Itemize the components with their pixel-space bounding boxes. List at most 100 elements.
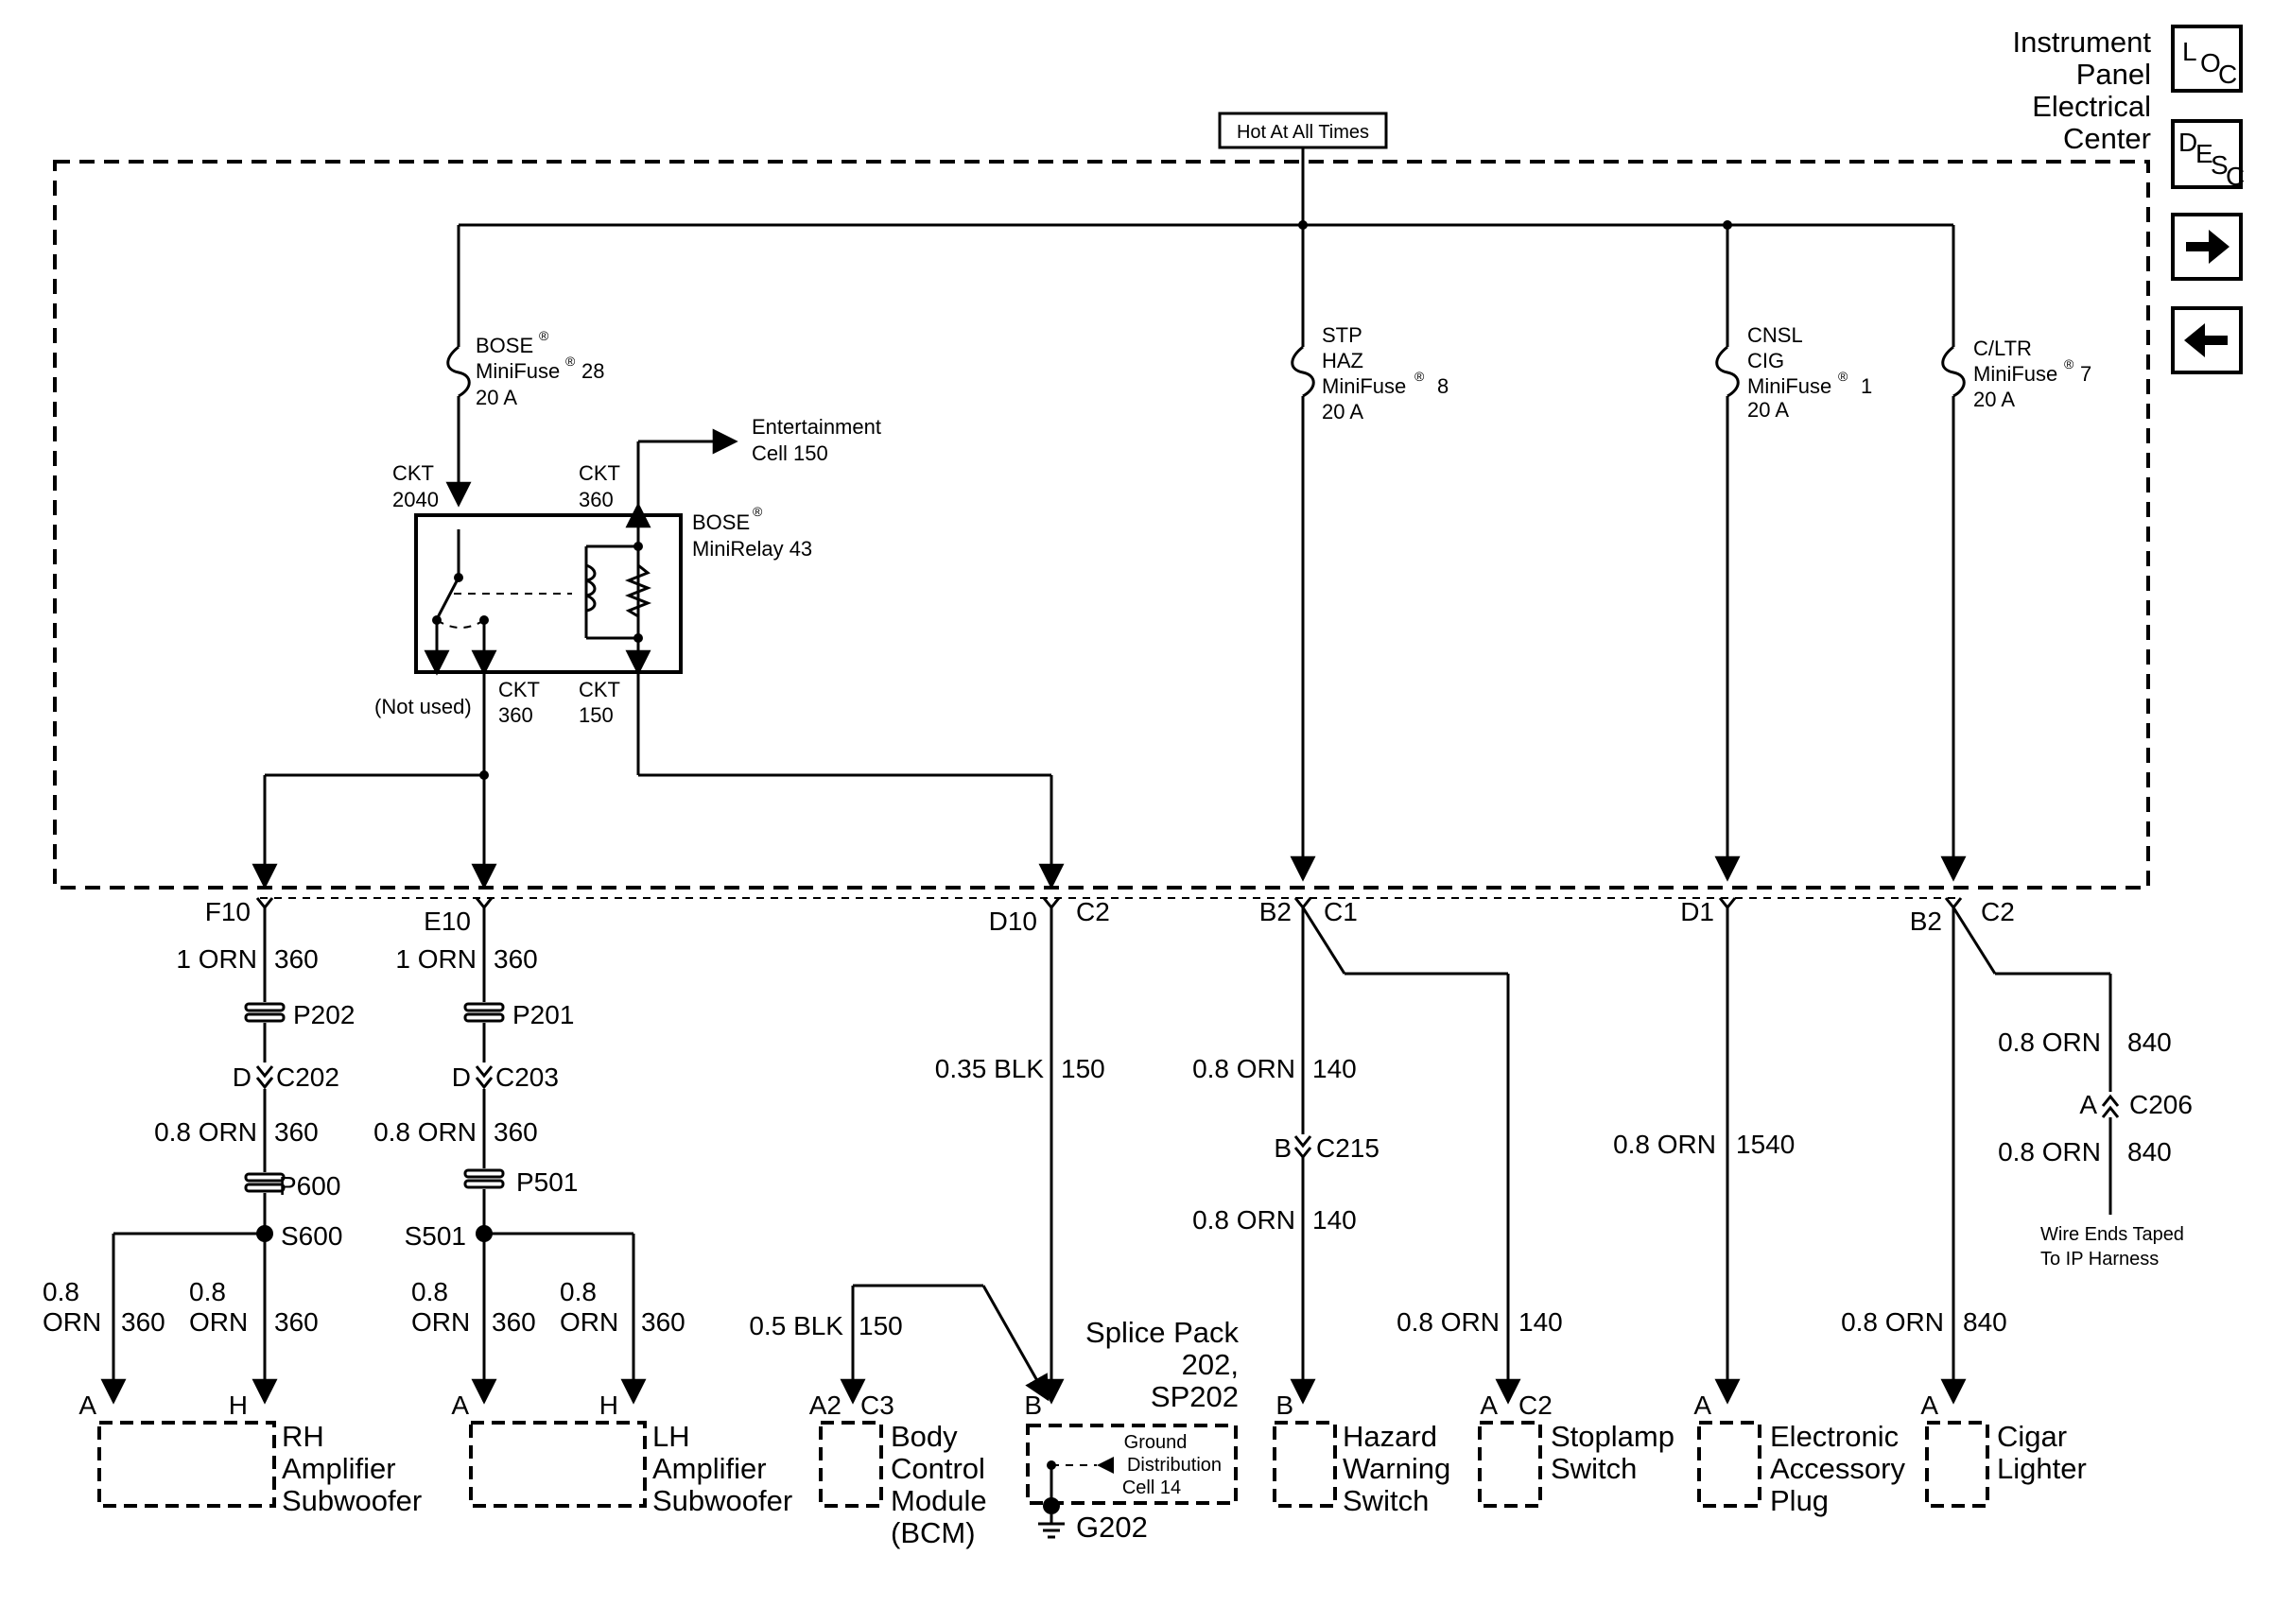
svg-text:®: ® <box>539 328 549 343</box>
svg-text:C202: C202 <box>276 1063 339 1092</box>
svg-text:1540: 1540 <box>1736 1130 1795 1159</box>
svg-text:D: D <box>452 1063 471 1092</box>
svg-text:0.8 ORN: 0.8 ORN <box>154 1117 257 1147</box>
svg-text:CKT: CKT <box>392 461 434 485</box>
svg-text:A: A <box>1693 1391 1711 1420</box>
svg-text:Body: Body <box>891 1420 958 1453</box>
desc-letter-d: D <box>2178 128 2197 157</box>
desc-letter-c: C <box>2226 162 2245 191</box>
svg-text:1 ORN: 1 ORN <box>395 944 477 974</box>
svg-text:ORN: ORN <box>560 1307 618 1337</box>
svg-text:C2: C2 <box>1076 897 1110 926</box>
loc-button[interactable]: L O C <box>2171 25 2243 93</box>
svg-text:0.5 BLK: 0.5 BLK <box>749 1311 843 1340</box>
svg-text:20 A: 20 A <box>476 386 517 409</box>
svg-text:MiniFuse: MiniFuse <box>1747 374 1831 398</box>
previous-page-button[interactable] <box>2171 306 2243 374</box>
panel-title: Instrument Panel Electrical Center <box>2013 26 2152 155</box>
svg-text:C3: C3 <box>860 1391 894 1420</box>
svg-text:Hazard: Hazard <box>1343 1420 1437 1453</box>
title-line-3: Electrical <box>2032 90 2151 123</box>
right-arrow-icon <box>2186 230 2230 264</box>
svg-text:2040: 2040 <box>392 488 439 511</box>
svg-text:0.35 BLK: 0.35 BLK <box>935 1054 1045 1083</box>
svg-text:360: 360 <box>641 1307 685 1337</box>
svg-text:Subwoofer: Subwoofer <box>282 1484 422 1517</box>
stoplamp-switch: Stoplamp Switch <box>1478 1420 1674 1508</box>
svg-text:Distribution: Distribution <box>1127 1455 1222 1476</box>
svg-text:Cell 150: Cell 150 <box>752 441 828 465</box>
lh-amplifier-subwoofer: LH Amplifier Subwoofer <box>469 1420 792 1517</box>
hot-at-all-times-label: Hot At All Times <box>1237 122 1369 143</box>
svg-text:150: 150 <box>1061 1054 1105 1083</box>
svg-text:0.8 ORN: 0.8 ORN <box>1841 1307 1944 1337</box>
ipec-boundary <box>53 160 2150 890</box>
svg-text:P600: P600 <box>279 1171 340 1201</box>
svg-text:0.8: 0.8 <box>560 1277 597 1306</box>
svg-text:360: 360 <box>498 703 533 727</box>
svg-text:0.8: 0.8 <box>189 1277 226 1306</box>
svg-text:1: 1 <box>1861 374 1872 398</box>
svg-text:H: H <box>229 1391 248 1420</box>
svg-text:Switch: Switch <box>1343 1484 1429 1517</box>
svg-text:®: ® <box>2064 356 2074 371</box>
svg-text:Electronic: Electronic <box>1770 1420 1899 1453</box>
svg-text:C/LTR: C/LTR <box>1973 337 2032 360</box>
electronic-accessory-plug: Electronic Accessory Plug <box>1697 1420 1905 1517</box>
svg-text:0.8: 0.8 <box>411 1277 448 1306</box>
splice-pack-sp202: Splice Pack 202, SP202 Ground Distributi… <box>1026 1316 1239 1505</box>
svg-text:0.8: 0.8 <box>43 1277 79 1306</box>
svg-text:LH: LH <box>652 1420 690 1453</box>
cigar-lighter-branch: 0.8 ORN 840 A C206 0.8 ORN 840 Wire Ends… <box>1841 907 2193 1420</box>
svg-text:C2: C2 <box>1518 1391 1553 1420</box>
boundary-connectors: F10 E10 D10 C2 B2 C1 D1 B2 C2 <box>205 897 2015 936</box>
hazard-stoplamp-branch: 0.8 ORN 140 B C215 0.8 ORN 140 0.8 ORN 1… <box>1192 907 1563 1420</box>
loc-letter-l: L <box>2182 37 2197 66</box>
svg-text:D: D <box>233 1063 252 1092</box>
svg-text:Module: Module <box>891 1484 987 1517</box>
rh-amplifier-branch: 1 ORN 360 P202 D C202 0.8 ORN 360 P600 S… <box>43 907 355 1420</box>
desc-button[interactable]: D E S C <box>2171 119 2245 191</box>
svg-text:Cell 14: Cell 14 <box>1122 1477 1181 1498</box>
svg-text:140: 140 <box>1518 1307 1563 1337</box>
lh-amplifier-branch: 1 ORN 360 P201 D C203 0.8 ORN 360 P501 S… <box>373 907 685 1420</box>
svg-text:S600: S600 <box>281 1221 342 1251</box>
next-page-button[interactable] <box>2171 213 2243 281</box>
svg-text:360: 360 <box>579 488 614 511</box>
svg-text:C206: C206 <box>2129 1090 2193 1119</box>
svg-text:ORN: ORN <box>411 1307 470 1337</box>
svg-text:0.8 ORN: 0.8 ORN <box>1192 1205 1295 1235</box>
svg-text:ORN: ORN <box>43 1307 101 1337</box>
svg-text:Control: Control <box>891 1452 985 1485</box>
svg-text:A: A <box>2079 1090 2097 1119</box>
svg-text:ORN: ORN <box>189 1307 248 1337</box>
svg-text:F10: F10 <box>205 897 251 926</box>
body-control-module: Body Control Module (BCM) <box>819 1420 987 1549</box>
svg-text:0.8 ORN: 0.8 ORN <box>1613 1130 1716 1159</box>
svg-text:STP: STP <box>1322 323 1362 347</box>
svg-text:H: H <box>599 1391 618 1420</box>
loc-letter-o: O <box>2200 48 2221 78</box>
svg-text:S501: S501 <box>405 1221 466 1251</box>
svg-text:Subwoofer: Subwoofer <box>652 1484 792 1517</box>
svg-text:CKT: CKT <box>579 678 620 701</box>
svg-text:840: 840 <box>2127 1137 2172 1166</box>
svg-text:E10: E10 <box>424 907 471 936</box>
svg-text:B2: B2 <box>1910 907 1942 936</box>
svg-text:A: A <box>1480 1391 1498 1420</box>
svg-text:1 ORN: 1 ORN <box>176 944 257 974</box>
svg-text:Warning: Warning <box>1343 1452 1450 1485</box>
ground-label: G202 <box>1076 1511 1148 1544</box>
svg-text:D10: D10 <box>989 907 1037 936</box>
svg-text:A: A <box>1920 1391 1938 1420</box>
title-line-2: Panel <box>2076 58 2151 91</box>
svg-text:150: 150 <box>859 1311 903 1340</box>
svg-text:360: 360 <box>492 1307 536 1337</box>
svg-text:C2: C2 <box>1981 897 2015 926</box>
svg-text:®: ® <box>1838 369 1848 384</box>
fuse-bose: BOSE MiniFuse 28 20 A ® ® <box>445 225 604 508</box>
fuse-cltr: C/LTR MiniFuse 7 20 A ® <box>1940 225 2091 882</box>
svg-text:P501: P501 <box>516 1167 578 1197</box>
cigar-lighter: Cigar Lighter <box>1925 1420 2087 1508</box>
